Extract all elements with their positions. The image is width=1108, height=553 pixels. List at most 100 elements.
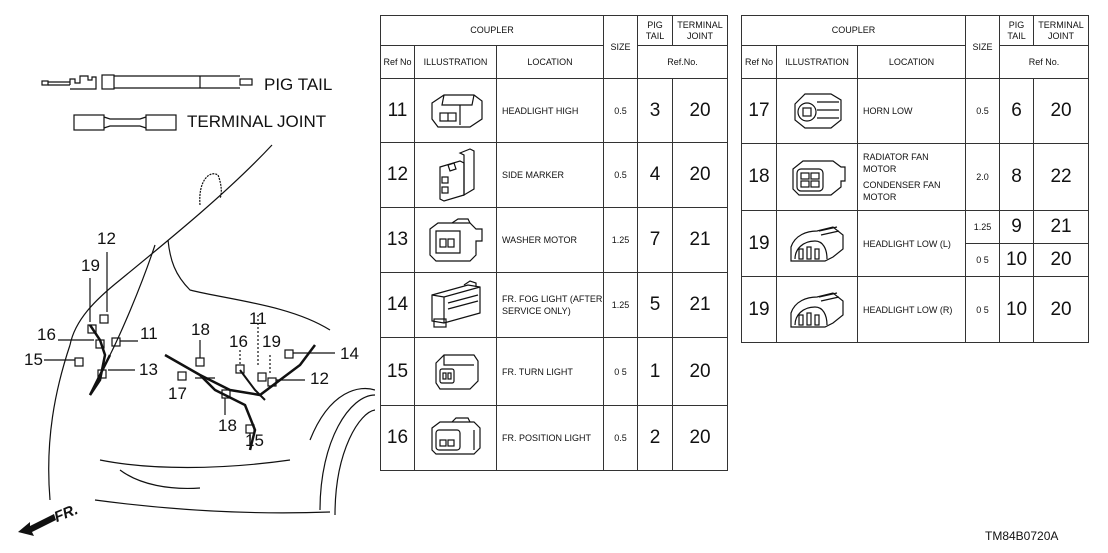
legend-symbols <box>41 74 253 131</box>
size-cell: 0 5 <box>965 276 1001 343</box>
table-row: 16 FR. POSITION LIGHT 0.5 2 20 <box>380 405 729 471</box>
pig-tail-icon <box>41 74 253 90</box>
diagram-code: TM84B0720A <box>985 529 1059 543</box>
ref-number: 19 <box>741 276 777 343</box>
table-row: 13 WASHER MOTOR 1.25 7 21 <box>380 207 729 273</box>
fender-line <box>109 244 156 356</box>
callout-16: 16 <box>37 325 56 344</box>
header-pig-tail: PIG TAIL <box>637 15 674 46</box>
callout-19: 19 <box>81 256 100 275</box>
illustration-cell <box>414 142 497 208</box>
pig-tail-cell: 10 <box>999 276 1035 343</box>
terminal-joint-cell: 20 <box>1033 276 1090 343</box>
leader-lines <box>44 252 335 440</box>
illustration-cell <box>414 78 497 143</box>
illustration-cell <box>414 272 497 338</box>
terminal-joint-cell: 20 <box>672 78 729 143</box>
bumper-lower <box>99 459 291 469</box>
ref-number: 16 <box>380 405 415 471</box>
illustration-cell <box>414 207 497 273</box>
ref-number: 13 <box>380 207 415 273</box>
illustration-cell <box>776 78 858 144</box>
header-ref-no: Ref No <box>741 45 777 79</box>
fender-arch <box>309 387 375 441</box>
harness-left <box>88 324 112 396</box>
size-cell: 0.5 <box>603 78 639 143</box>
terminal-joint-label: TERMINAL JOINT <box>187 112 327 131</box>
ref-number: 18 <box>741 143 777 211</box>
ref-number: 17 <box>741 78 777 144</box>
callout-17: 17 <box>168 384 187 403</box>
table-row: 19 HEADLIGHT LOW (R) 0 5 10 20 <box>741 276 1090 343</box>
terminal-joint-icon <box>73 114 177 131</box>
harness-branch2 <box>239 369 266 401</box>
callout-12: 12 <box>97 229 116 248</box>
table-row: 17 HORN LOW 0.5 6 20 <box>741 78 1090 144</box>
coupler-table-left: COUPLER SIZE PIG TAIL TERMINAL JOINT Ref… <box>379 15 729 471</box>
size-cell: 1.25 <box>603 207 639 273</box>
location-line-2: CONDENSER FAN MOTOR <box>863 180 941 202</box>
pig-tail-cell: 6 <box>999 78 1035 144</box>
header-pig-tail: PIG TAIL <box>999 15 1035 46</box>
callout-14: 14 <box>340 344 359 363</box>
illustration-cell <box>414 337 497 406</box>
size-cell: 0 5 <box>603 337 639 406</box>
ref-number: 15 <box>380 337 415 406</box>
wheel-outer <box>319 394 375 511</box>
terminal-joint-cell: 22 <box>1033 143 1090 211</box>
location-cell: HEADLIGHT LOW (R) <box>856 276 967 343</box>
callout-13: 13 <box>139 360 158 379</box>
illustration-cell <box>776 143 858 211</box>
lower-line <box>94 499 331 514</box>
pig-tail-cell: 10 <box>999 243 1035 277</box>
table-row: 11 HEADLIGHT HIGH 0.5 3 20 <box>380 78 729 143</box>
location-cell: FR. POSITION LIGHT <box>495 405 605 471</box>
grille <box>119 469 201 489</box>
pig-tail-cell: 9 <box>999 210 1035 244</box>
location-cell: HORN LOW <box>856 78 967 144</box>
connector-headlight-low-icon <box>790 291 844 328</box>
connector-headlight-high-icon <box>430 93 483 128</box>
callout-15: 15 <box>245 431 264 450</box>
pig-tail-cell: 5 <box>637 272 674 338</box>
header-size: SIZE <box>603 15 639 79</box>
callout-11: 11 <box>249 309 267 328</box>
wheel-inner <box>334 409 375 516</box>
table-row: 12 SIDE MARKER 0.5 4 20 <box>380 142 729 208</box>
table-row: 14 FR. FOG LIGHT (AFTER SERVICE ONLY) 1.… <box>380 272 729 338</box>
header-ref-no: Ref No <box>380 45 415 79</box>
terminal-joint-cell: 21 <box>672 207 729 273</box>
size-cell: 1.25 <box>965 210 1001 244</box>
ref-number: 12 <box>380 142 415 208</box>
connector-position-light-icon <box>430 417 481 455</box>
header-illustration: ILLUSTRATION <box>776 45 858 79</box>
connector-turn-light-icon <box>434 353 479 390</box>
header-terminal-joint: TERMINAL JOINT <box>672 15 729 46</box>
header-ref-no-span: Ref.No. <box>637 45 729 79</box>
location-cell: FR. FOG LIGHT (AFTER SERVICE ONLY) <box>495 272 605 338</box>
table-row: 19 HEADLIGHT LOW (L) 1.25 9 21 <box>741 210 1090 277</box>
pig-tail-cell: 2 <box>637 405 674 471</box>
header-illustration: ILLUSTRATION <box>414 45 497 79</box>
location-cell: FR. TURN LIGHT <box>495 337 605 406</box>
location-line-1: RADIATOR FAN MOTOR <box>863 152 929 174</box>
pig-tail-label: PIG TAIL <box>264 75 333 94</box>
illustration-cell <box>776 276 858 343</box>
ref-number: 11 <box>380 78 415 143</box>
connector-fog-light-icon <box>430 280 481 328</box>
hood-line <box>167 239 331 331</box>
terminal-joint-cell: 20 <box>672 405 729 471</box>
pig-tail-cell: 3 <box>637 78 674 143</box>
connector-headlight-low-icon <box>790 225 844 262</box>
hood-edge <box>69 144 273 346</box>
location-cell: SIDE MARKER <box>495 142 605 208</box>
callout-18: 18 <box>218 416 237 435</box>
header-coupler: COUPLER <box>379 15 605 46</box>
pig-tail-cell: 7 <box>637 207 674 273</box>
size-cell: 0 5 <box>965 243 1001 277</box>
vehicle-harness-diagram <box>44 144 375 516</box>
callout-11: 11 <box>140 324 158 343</box>
connector-horn-icon <box>794 93 842 129</box>
location-cell: HEADLIGHT LOW (L) <box>856 210 967 277</box>
table-row: 15 FR. TURN LIGHT 0 5 1 20 <box>380 337 729 406</box>
